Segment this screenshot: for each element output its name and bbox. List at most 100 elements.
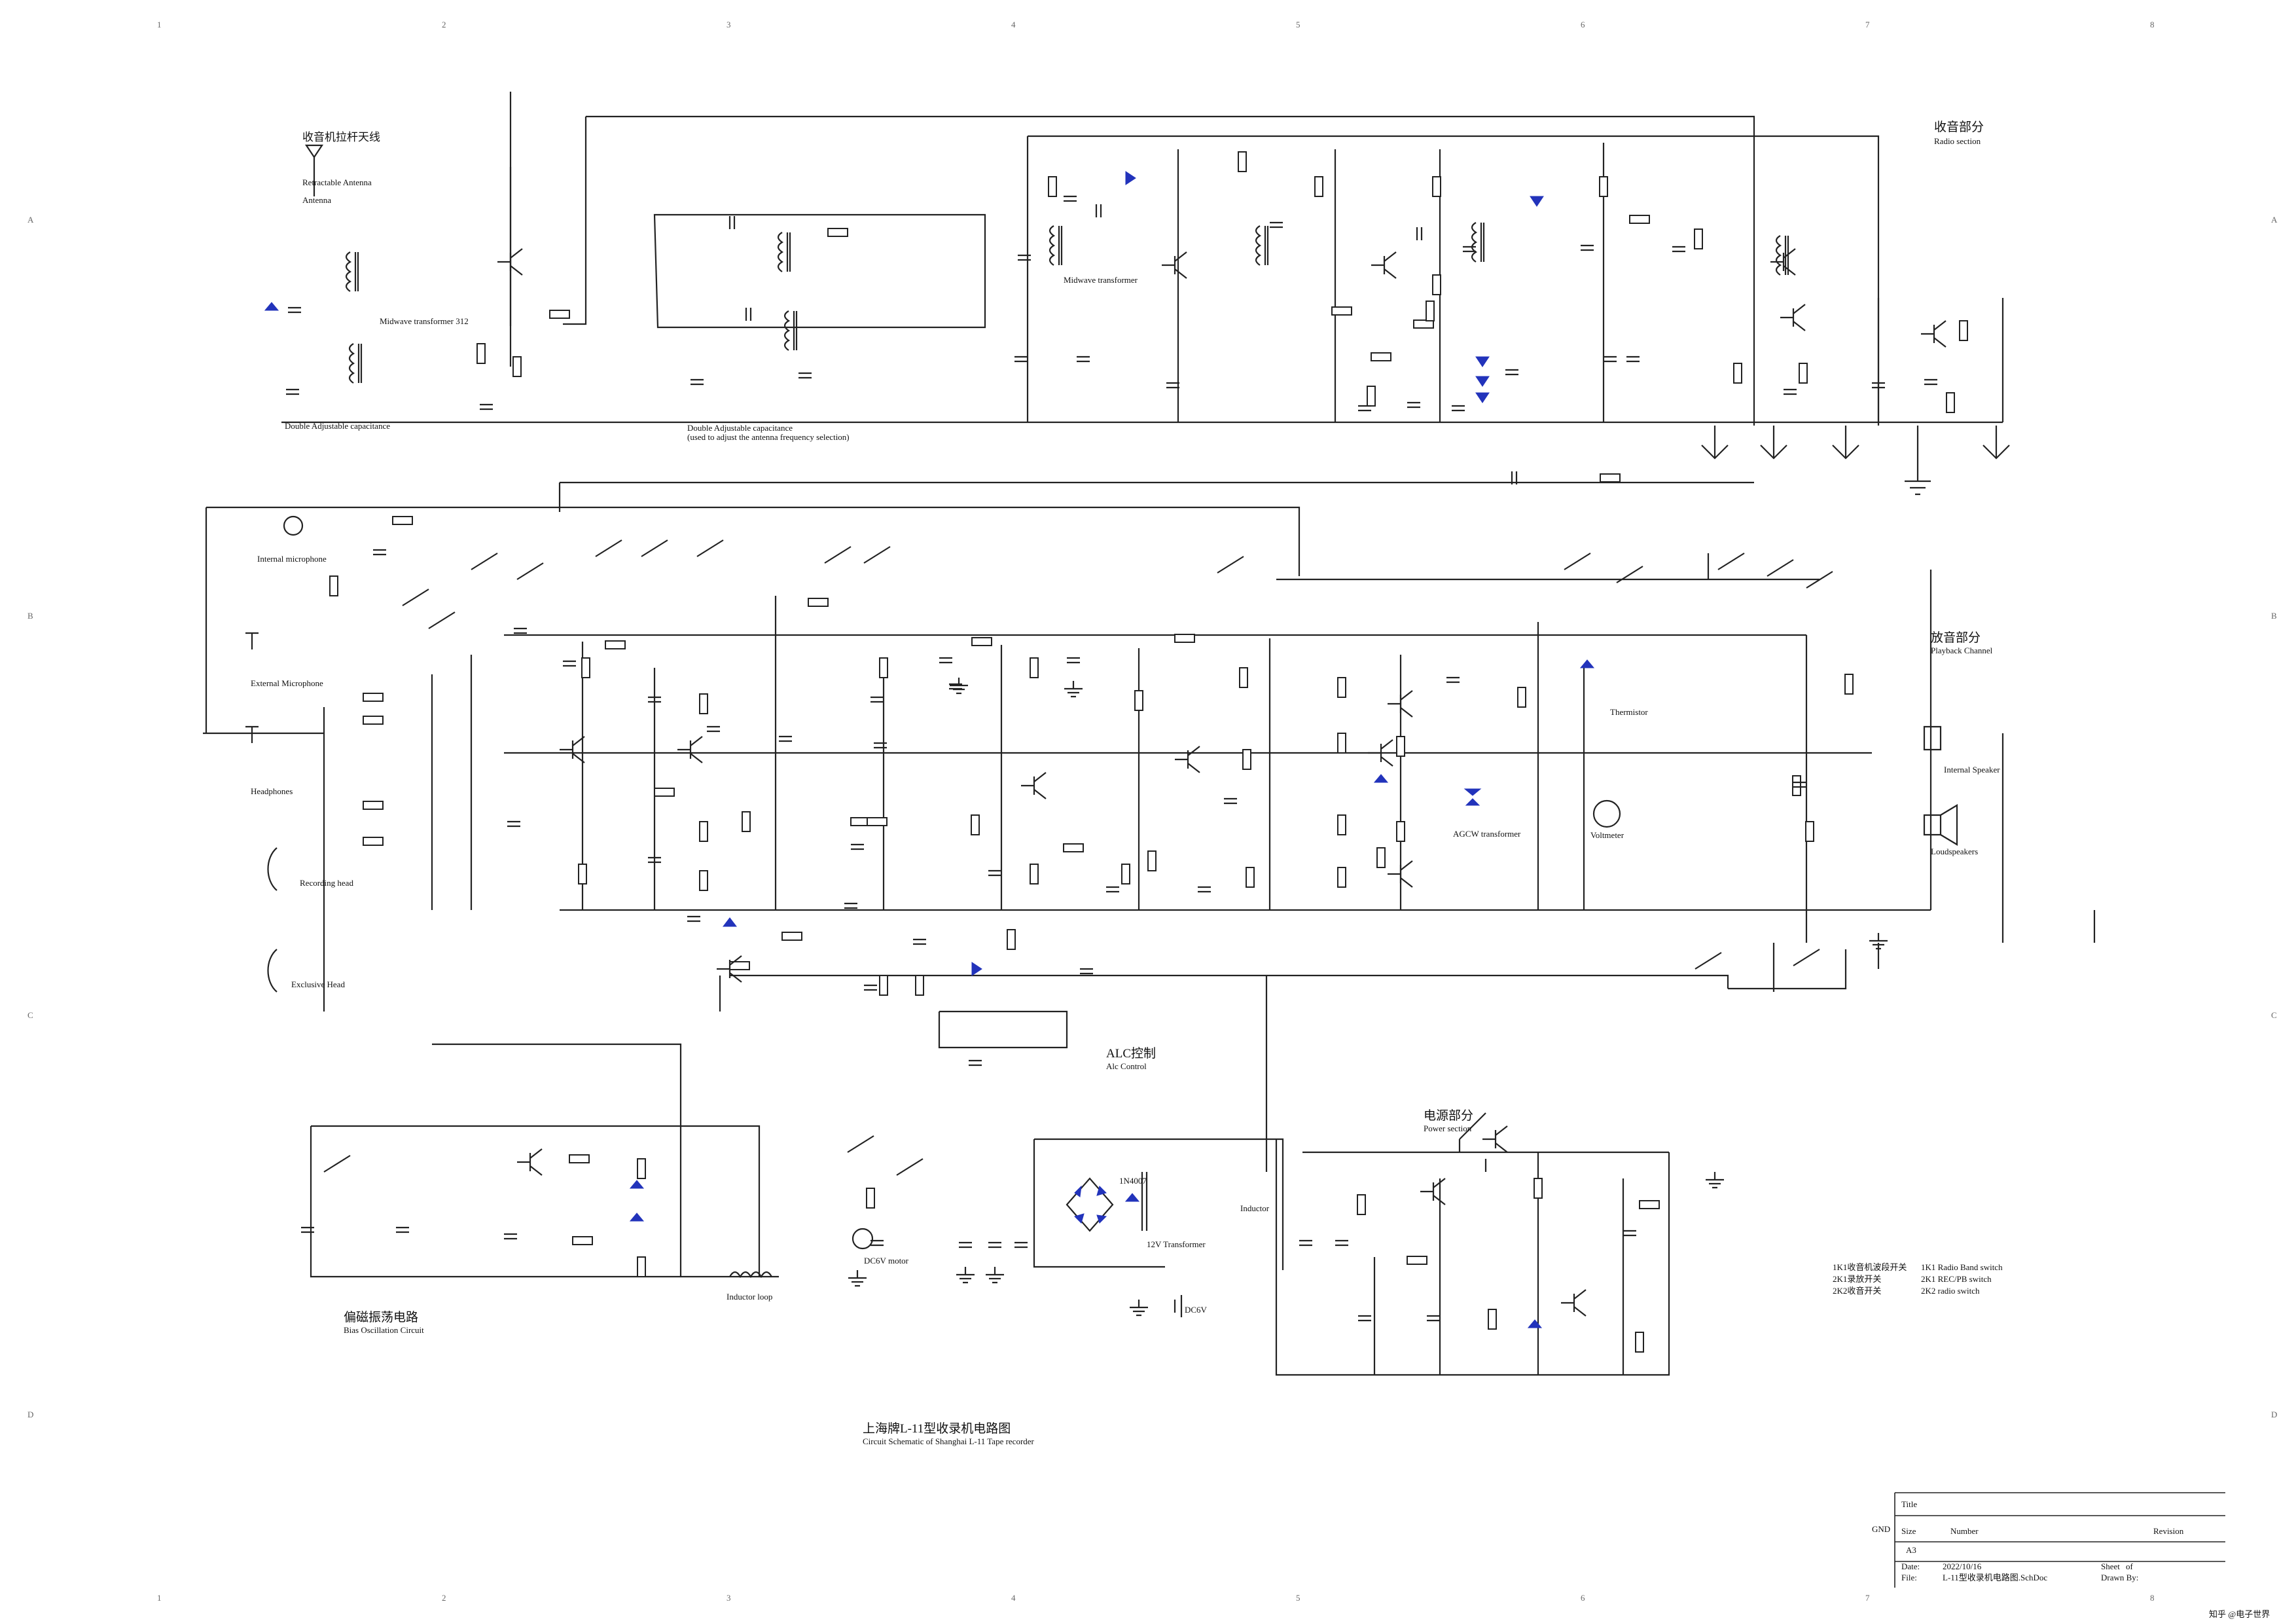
inductor-power-label: Inductor — [1240, 1203, 1270, 1213]
capacitor — [1793, 781, 1806, 788]
coil — [345, 251, 359, 292]
resistor — [549, 310, 570, 319]
capacitor — [1106, 886, 1119, 893]
radio-section — [264, 92, 2010, 512]
switch-contact — [402, 589, 429, 606]
capacitor — [1095, 204, 1102, 217]
resistor — [363, 837, 384, 846]
capacitor — [1014, 1241, 1028, 1249]
grid-col-label: 2 — [442, 20, 446, 29]
radio-section-en: Radio section — [1934, 136, 1981, 146]
capacitor — [373, 549, 386, 556]
resistor — [363, 801, 384, 810]
coil — [348, 343, 363, 384]
resistor — [1946, 392, 1955, 413]
resistor — [605, 640, 626, 649]
resistor — [578, 864, 587, 884]
circuit-title-en: Circuit Schematic of Shanghai L-11 Tape … — [863, 1436, 1035, 1446]
ground-symbol — [848, 1270, 867, 1287]
coil — [783, 310, 798, 351]
switch-contact — [1695, 952, 1722, 970]
resistor — [1376, 847, 1386, 868]
capacitor — [1299, 1239, 1312, 1247]
grid-col-label: 2 — [442, 1593, 446, 1603]
voltmeter-label: Voltmeter — [1590, 830, 1624, 840]
resistor — [1147, 850, 1157, 871]
capacitor — [844, 902, 857, 909]
capacitor — [1924, 378, 1937, 386]
switch-contact — [471, 553, 498, 570]
capacitor — [870, 1239, 884, 1247]
resistor — [1337, 733, 1346, 754]
capacitor — [1872, 382, 1885, 389]
capacitor — [687, 915, 700, 922]
drawn-label: Drawn By: — [2101, 1573, 2138, 1582]
title-block: Title Size A3 Number Revision Date: 2022… — [1894, 1492, 2225, 1588]
double-cap2-note: (used to adjust the antenna frequency se… — [687, 432, 850, 442]
antenna-label-en: Retractable Antenna — [302, 177, 372, 187]
transistor — [560, 736, 585, 763]
file-label: File: — [1901, 1573, 1917, 1582]
power-section — [301, 678, 1888, 1376]
capacitor — [1604, 356, 1617, 363]
resistor — [1599, 176, 1608, 197]
grid-col-label: 7 — [1865, 1593, 1870, 1603]
ground-symbol — [1130, 1300, 1148, 1317]
grid-row-label: B — [27, 611, 33, 621]
switch-contact — [323, 1155, 351, 1173]
external-mic-label: External Microphone — [251, 678, 323, 688]
switch-contact — [847, 1135, 874, 1153]
size-value: A3 — [1906, 1545, 1916, 1555]
grid-row-label: D — [2271, 1410, 2277, 1419]
capacitor — [1358, 405, 1371, 412]
resistor — [1331, 306, 1352, 316]
capacitor — [939, 657, 952, 664]
alc-zh: ALC控制 — [1106, 1046, 1156, 1061]
resistor — [1174, 634, 1195, 643]
grid-col-label: 5 — [1296, 1593, 1300, 1603]
capacitor — [1077, 356, 1090, 363]
capacitor — [691, 378, 704, 386]
resistor — [1432, 274, 1441, 295]
capacitor — [1358, 1315, 1371, 1322]
switch-contact — [1717, 553, 1745, 570]
resistor — [1367, 386, 1376, 407]
resistor — [1799, 363, 1808, 384]
legend-line-1-en: 1K1 Radio Band switch — [1921, 1262, 2003, 1272]
antenna-label-zh: 收音机拉杆天线 — [302, 131, 380, 143]
coil — [1471, 222, 1485, 263]
resistor — [1238, 151, 1247, 172]
grid-row-label: C — [27, 1010, 33, 1020]
transistor — [517, 1148, 543, 1176]
resistor — [781, 932, 802, 941]
transistor — [677, 736, 703, 763]
grid-row-label: A — [27, 215, 34, 225]
resistor — [572, 1236, 593, 1245]
alc-en: Alc Control — [1106, 1061, 1147, 1071]
size-label: Size — [1901, 1526, 1916, 1536]
rectifier-label: 1N4007 — [1119, 1176, 1147, 1186]
capacitor — [988, 869, 1001, 877]
agc-transformer-label: AGCW transformer — [1453, 829, 1521, 839]
coil — [1049, 225, 1063, 266]
resistor — [654, 788, 675, 797]
internal-speaker-label: Internal Speaker — [1944, 765, 2000, 775]
resistor — [808, 598, 829, 607]
transistor — [497, 248, 523, 276]
watermark: 知乎 @电子世界 — [2209, 1609, 2270, 1619]
sheet-value: of — [2126, 1561, 2134, 1571]
resistor — [1121, 864, 1130, 884]
coil — [1255, 225, 1269, 266]
resistor — [1357, 1194, 1366, 1215]
grid-col-label: 6 — [1581, 1593, 1585, 1603]
resistor — [1337, 677, 1346, 698]
coil — [1775, 235, 1789, 276]
erase-head-label: Exclusive Head — [291, 979, 345, 989]
mid-transformer-label: Midwave transformer — [1064, 275, 1138, 285]
resistor — [637, 1158, 646, 1179]
resistor — [1246, 867, 1255, 888]
sheet-label: Sheet — [2101, 1561, 2120, 1571]
resistor — [971, 814, 980, 835]
resistor — [1337, 867, 1346, 888]
